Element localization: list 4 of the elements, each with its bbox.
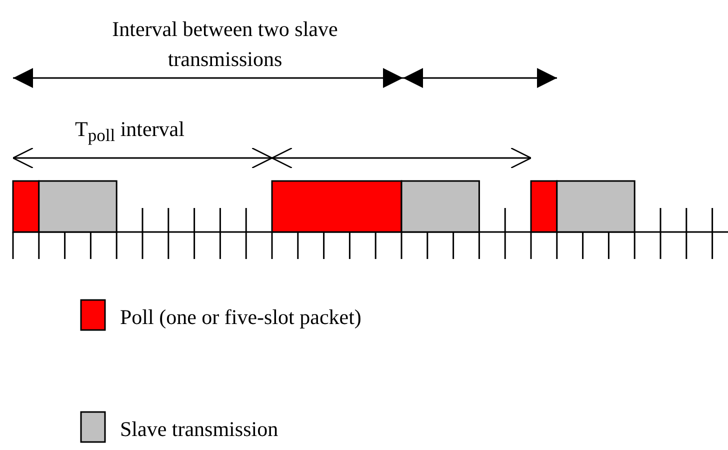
- legend-label: Slave transmission: [120, 416, 278, 443]
- interval-label: T$_{poll}$ interval: [75, 116, 186, 148]
- legend-label: Poll (one or five-slot packet): [120, 304, 362, 331]
- interval-label: Interval between two slave transmissions: [111, 16, 339, 73]
